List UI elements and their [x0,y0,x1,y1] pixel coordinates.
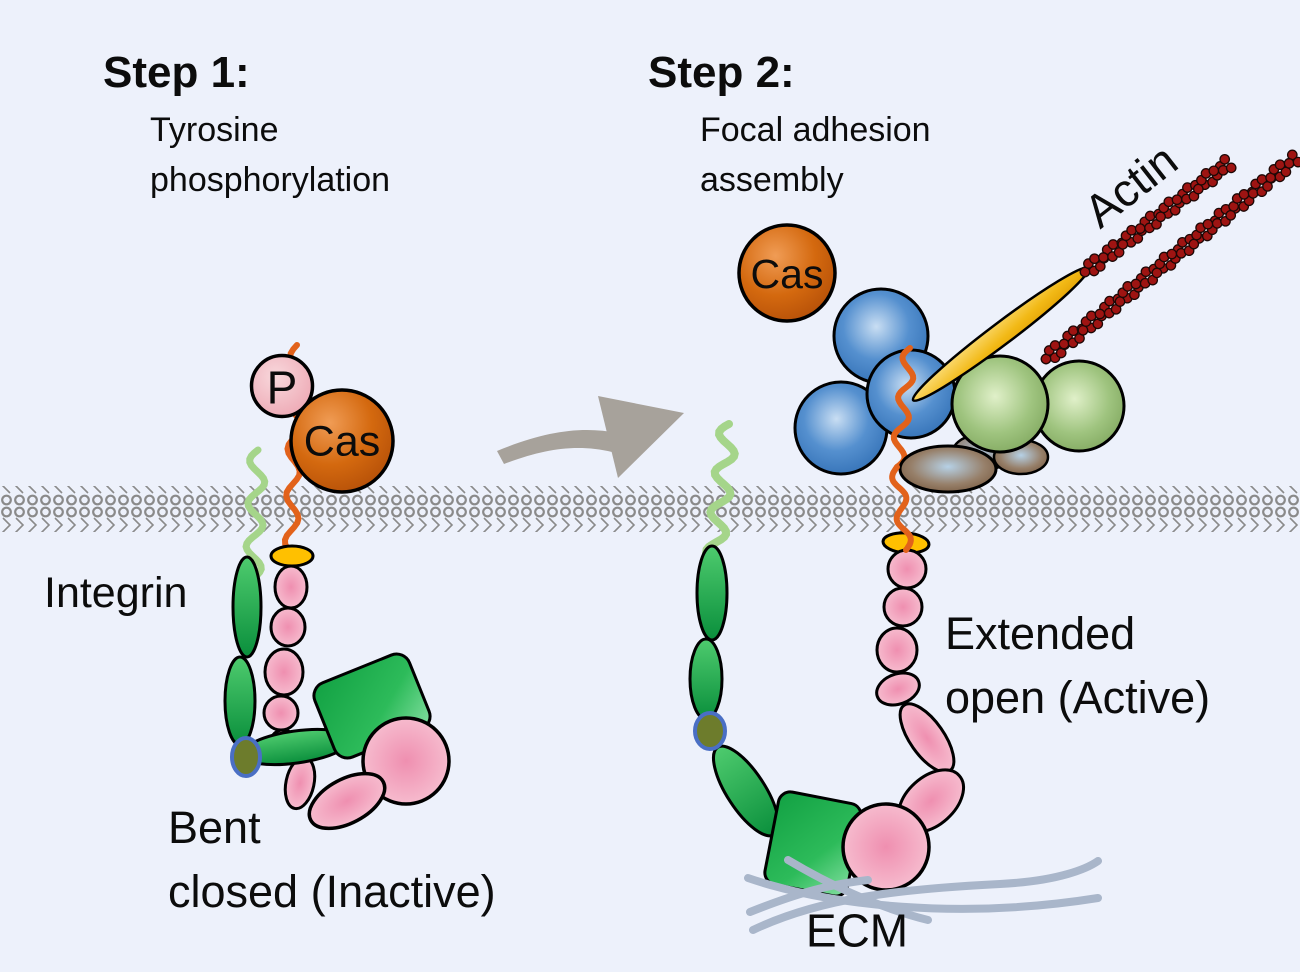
membrane-anchor-yellow [269,544,315,568]
integrin-beta-tail-squiggle [702,420,739,566]
step1-bent-integrin [223,342,451,831]
integrin-alpha-tail-squiggle [889,464,914,553]
integrin-knee-olive [693,711,727,751]
step2-title: Step 2: [648,48,795,97]
step1-subtitle-line1: Tyrosine [150,111,279,149]
bent-state-line2: closed (Inactive) [168,866,496,917]
step2-subtitle-line2: assembly [700,161,844,199]
integrin-green-leg [231,555,263,659]
transition-arrow [497,396,684,478]
phosphate-label: P [266,361,298,414]
phosphate-circle [249,353,315,419]
extended-state-line1: Extended [945,608,1136,659]
step2-subtitle-line1: Focal adhesion [700,111,931,149]
ecm-fibers [744,856,1102,934]
cas-label-step1: Cas [303,417,381,466]
integrin-pink-domain [263,647,305,697]
integrin-pink-domain [273,564,309,610]
actin-filament-1 [1079,153,1237,278]
plasma-membrane [0,486,1300,532]
extended-state-line2: open (Active) [945,672,1211,723]
integrin-green-leg [695,544,729,642]
ecm-label: ECM [805,904,909,957]
adaptor-blue-sphere [865,348,957,440]
step2-extended-integrin [688,149,1300,898]
adaptor-green-sphere [950,354,1050,454]
integrin-green-leg [688,637,724,721]
adaptor-brown-blob [898,444,998,494]
integrin-pink-domain [307,771,387,831]
integrin-pink-domain [875,671,921,707]
integrin-green-leg [223,655,257,747]
actin-filament-2 [1040,149,1300,365]
cas-protein-step2 [737,223,837,323]
integrin-pink-domain [269,606,307,648]
step1-subtitle-line2: phosphorylation [150,161,391,199]
bent-state-line1: Bent [168,802,261,853]
integrin-alpha-tail-squiggle [890,345,917,470]
integrin-pink-domain [262,694,300,732]
integrin-label: Integrin [44,569,188,617]
integrin-pink-domain [882,586,924,628]
integrin-pink-domain [875,626,919,674]
integrin-pink-domain [886,548,928,590]
cas-protein-step1 [289,388,395,494]
integrin-knee-olive [230,736,262,778]
integrin-head-pink-circle [841,802,931,892]
step1-title: Step 1: [103,48,250,97]
cas-label-step2: Cas [750,250,824,297]
